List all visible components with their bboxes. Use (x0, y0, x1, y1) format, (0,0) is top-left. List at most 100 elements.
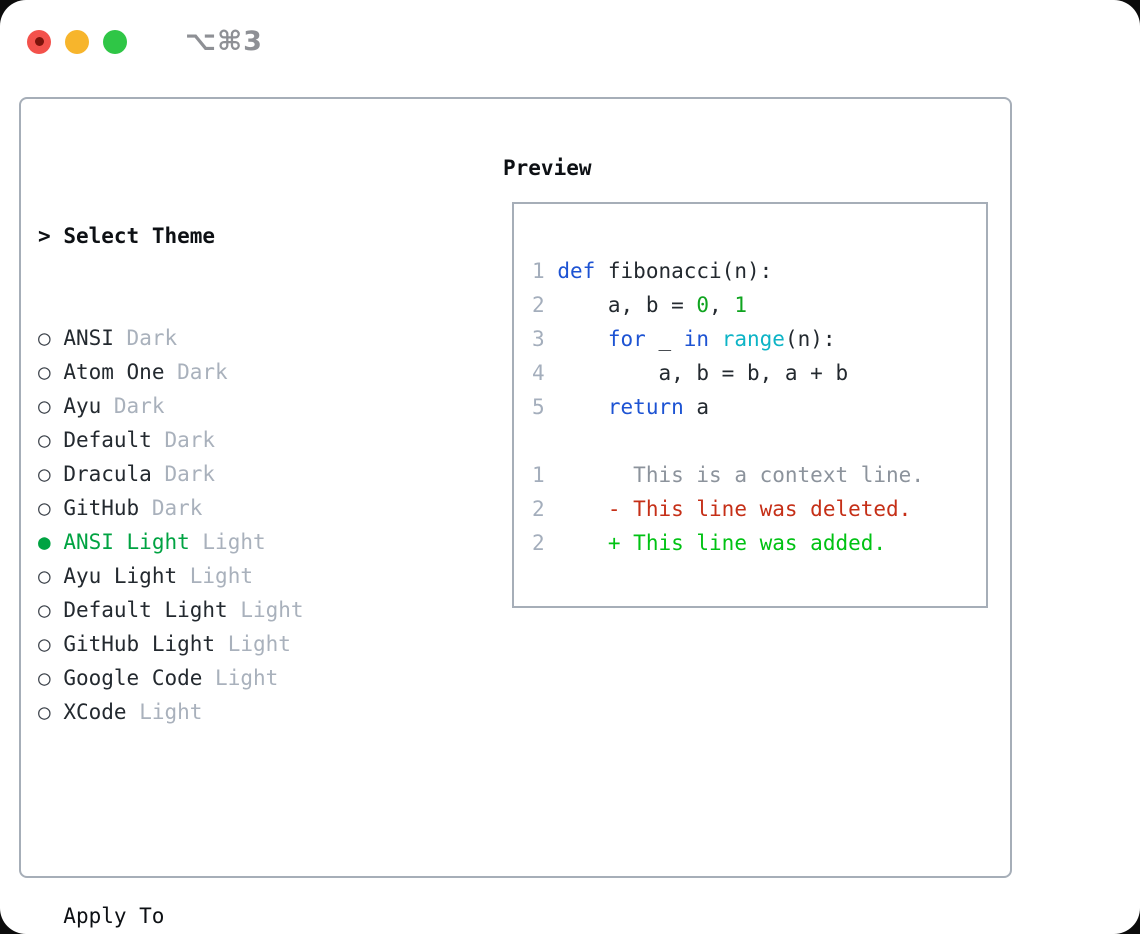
code-token: def (557, 259, 596, 283)
code-line: 2 + This line was added. (532, 526, 986, 560)
theme-name: Dracula (63, 462, 152, 486)
code-token: in (683, 327, 710, 351)
code-token: range (721, 327, 785, 351)
code-token: 1 (734, 293, 747, 317)
code-line: 4 a, b = b, a + b (532, 356, 986, 390)
line-number: 4 (532, 361, 545, 385)
theme-name: ANSI (63, 326, 114, 350)
theme-option-ansi-light[interactable]: ● ANSI Light Light (38, 525, 392, 559)
code-token: for (607, 327, 646, 351)
spacer (38, 797, 392, 831)
theme-option-ayu-light[interactable]: ○ Ayu Light Light (38, 559, 392, 593)
radio-icon: ○ (38, 598, 51, 622)
theme-name: GitHub (63, 496, 140, 520)
radio-icon: ○ (38, 326, 51, 350)
prompt-icon: > (38, 224, 51, 248)
code-token (557, 497, 608, 521)
line-number: 2 (532, 293, 545, 317)
code-token: a (683, 395, 710, 419)
radio-icon: ○ (38, 394, 51, 418)
radio-icon: ○ (38, 360, 51, 384)
titlebar: ⌥⌘3 (27, 26, 263, 57)
theme-option-dracula[interactable]: ○ Dracula Dark (38, 457, 392, 491)
preview-pane: Preview 1 def fibonacci(n): 2 a, b = 0, 1… (503, 151, 988, 608)
window-shortcut-label: ⌥⌘3 (185, 26, 263, 57)
theme-list: ○ ANSI Dark○ Atom One Dark○ Ayu Dark○ De… (38, 321, 392, 729)
theme-option-default[interactable]: ○ Default Dark (38, 423, 392, 457)
code-token (557, 531, 608, 555)
code-token: + This line was added. (607, 531, 887, 555)
minimize-button[interactable] (65, 29, 89, 54)
code-token: fibonacci(n): (595, 259, 773, 283)
theme-name: Default (63, 428, 152, 452)
theme-variant: Light (240, 598, 304, 622)
radio-icon: ○ (38, 700, 51, 724)
theme-name: Ayu (63, 394, 102, 418)
line-number: 2 (532, 531, 545, 555)
radio-icon: ○ (38, 666, 51, 690)
apply-to-title: Apply To (63, 904, 165, 928)
theme-option-google-code[interactable]: ○ Google Code Light (38, 661, 392, 695)
line-number: 2 (532, 497, 545, 521)
close-button[interactable] (27, 29, 51, 54)
theme-variant: Light (202, 530, 266, 554)
theme-option-ayu[interactable]: ○ Ayu Dark (38, 389, 392, 423)
theme-option-atom-one[interactable]: ○ Atom One Dark (38, 355, 392, 389)
code-line: 3 for _ in range(n): (532, 322, 986, 356)
theme-variant: Dark (177, 360, 228, 384)
line-number: 1 (532, 259, 545, 283)
theme-variant: Light (189, 564, 253, 588)
theme-variant: Dark (151, 496, 203, 520)
code-blank-line (532, 424, 986, 458)
theme-variant: Light (215, 666, 279, 690)
theme-option-default-light[interactable]: ○ Default Light Light (38, 593, 392, 627)
theme-name: Google Code (63, 666, 203, 690)
theme-variant: Dark (126, 326, 178, 350)
theme-option-github[interactable]: ○ GitHub Dark (38, 491, 392, 525)
code-token: This is a context line. (557, 463, 924, 487)
code-token (557, 395, 608, 419)
theme-variant: Light (227, 632, 291, 656)
code-line: 2 a, b = 0, 1 (532, 288, 986, 322)
theme-name: GitHub Light (63, 632, 216, 656)
theme-name: Ayu Light (63, 564, 178, 588)
theme-name: Atom One (63, 360, 165, 384)
radio-icon: ○ (38, 428, 51, 452)
code-line: 5 return a (532, 390, 986, 424)
selected-radio-icon: ● (38, 530, 51, 554)
apply-to-header: Apply To (38, 899, 392, 933)
theme-option-github-light[interactable]: ○ GitHub Light Light (38, 627, 392, 661)
code-token: (n): (784, 327, 836, 351)
line-number: 1 (532, 463, 545, 487)
select-theme-title: Select Theme (63, 224, 216, 248)
theme-name: ANSI Light (63, 530, 190, 554)
code-token: a, b = (557, 293, 697, 317)
theme-name: XCode (63, 700, 127, 724)
line-number: 3 (532, 327, 545, 351)
theme-variant: Dark (113, 394, 165, 418)
main-panel: > Select Theme ○ ANSI Dark○ Atom One Dar… (19, 97, 1012, 928)
theme-variant: Dark (164, 428, 216, 452)
radio-icon: ○ (38, 496, 51, 520)
select-theme-header: > Select Theme (38, 219, 392, 253)
theme-option-ansi[interactable]: ○ ANSI Dark (38, 321, 392, 355)
radio-icon: ○ (38, 462, 51, 486)
preview-title: Preview (503, 156, 592, 180)
radio-icon: ○ (38, 564, 51, 588)
code-token: a, b = b, a + b (557, 361, 849, 385)
theme-selector: > Select Theme ○ ANSI Dark○ Atom One Dar… (38, 151, 392, 934)
code-token (709, 327, 722, 351)
code-token: return (607, 395, 684, 419)
zoom-button[interactable] (103, 29, 127, 54)
theme-variant: Dark (164, 462, 216, 486)
code-line: 2 - This line was deleted. (532, 492, 986, 526)
theme-name: Default Light (63, 598, 228, 622)
theme-option-xcode[interactable]: ○ XCode Light (38, 695, 392, 729)
code-token: , (709, 293, 735, 317)
code-token (557, 327, 608, 351)
code-token: _ (645, 327, 684, 351)
radio-icon: ○ (38, 632, 51, 656)
